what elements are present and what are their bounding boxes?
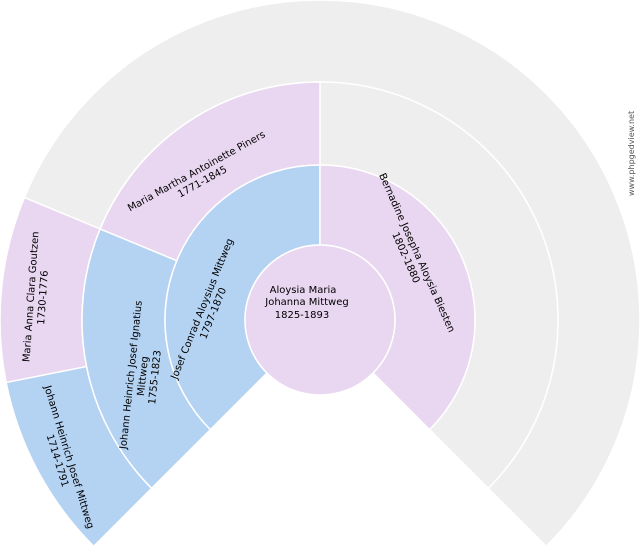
root-name-line1: Aloysia Maria	[270, 285, 337, 296]
root-person-circle[interactable]	[244, 244, 396, 396]
ggm-dates: 1730-1776	[36, 270, 51, 325]
root-dates: 1825-1893	[275, 310, 330, 321]
root-name-line2: Johanna Mittweg	[264, 297, 348, 308]
watermark-text: www.phpgedview.net	[627, 111, 636, 196]
pat-grandfather-name2: Mittweg	[136, 356, 151, 397]
watermark: www.phpgedview.net	[627, 111, 636, 196]
